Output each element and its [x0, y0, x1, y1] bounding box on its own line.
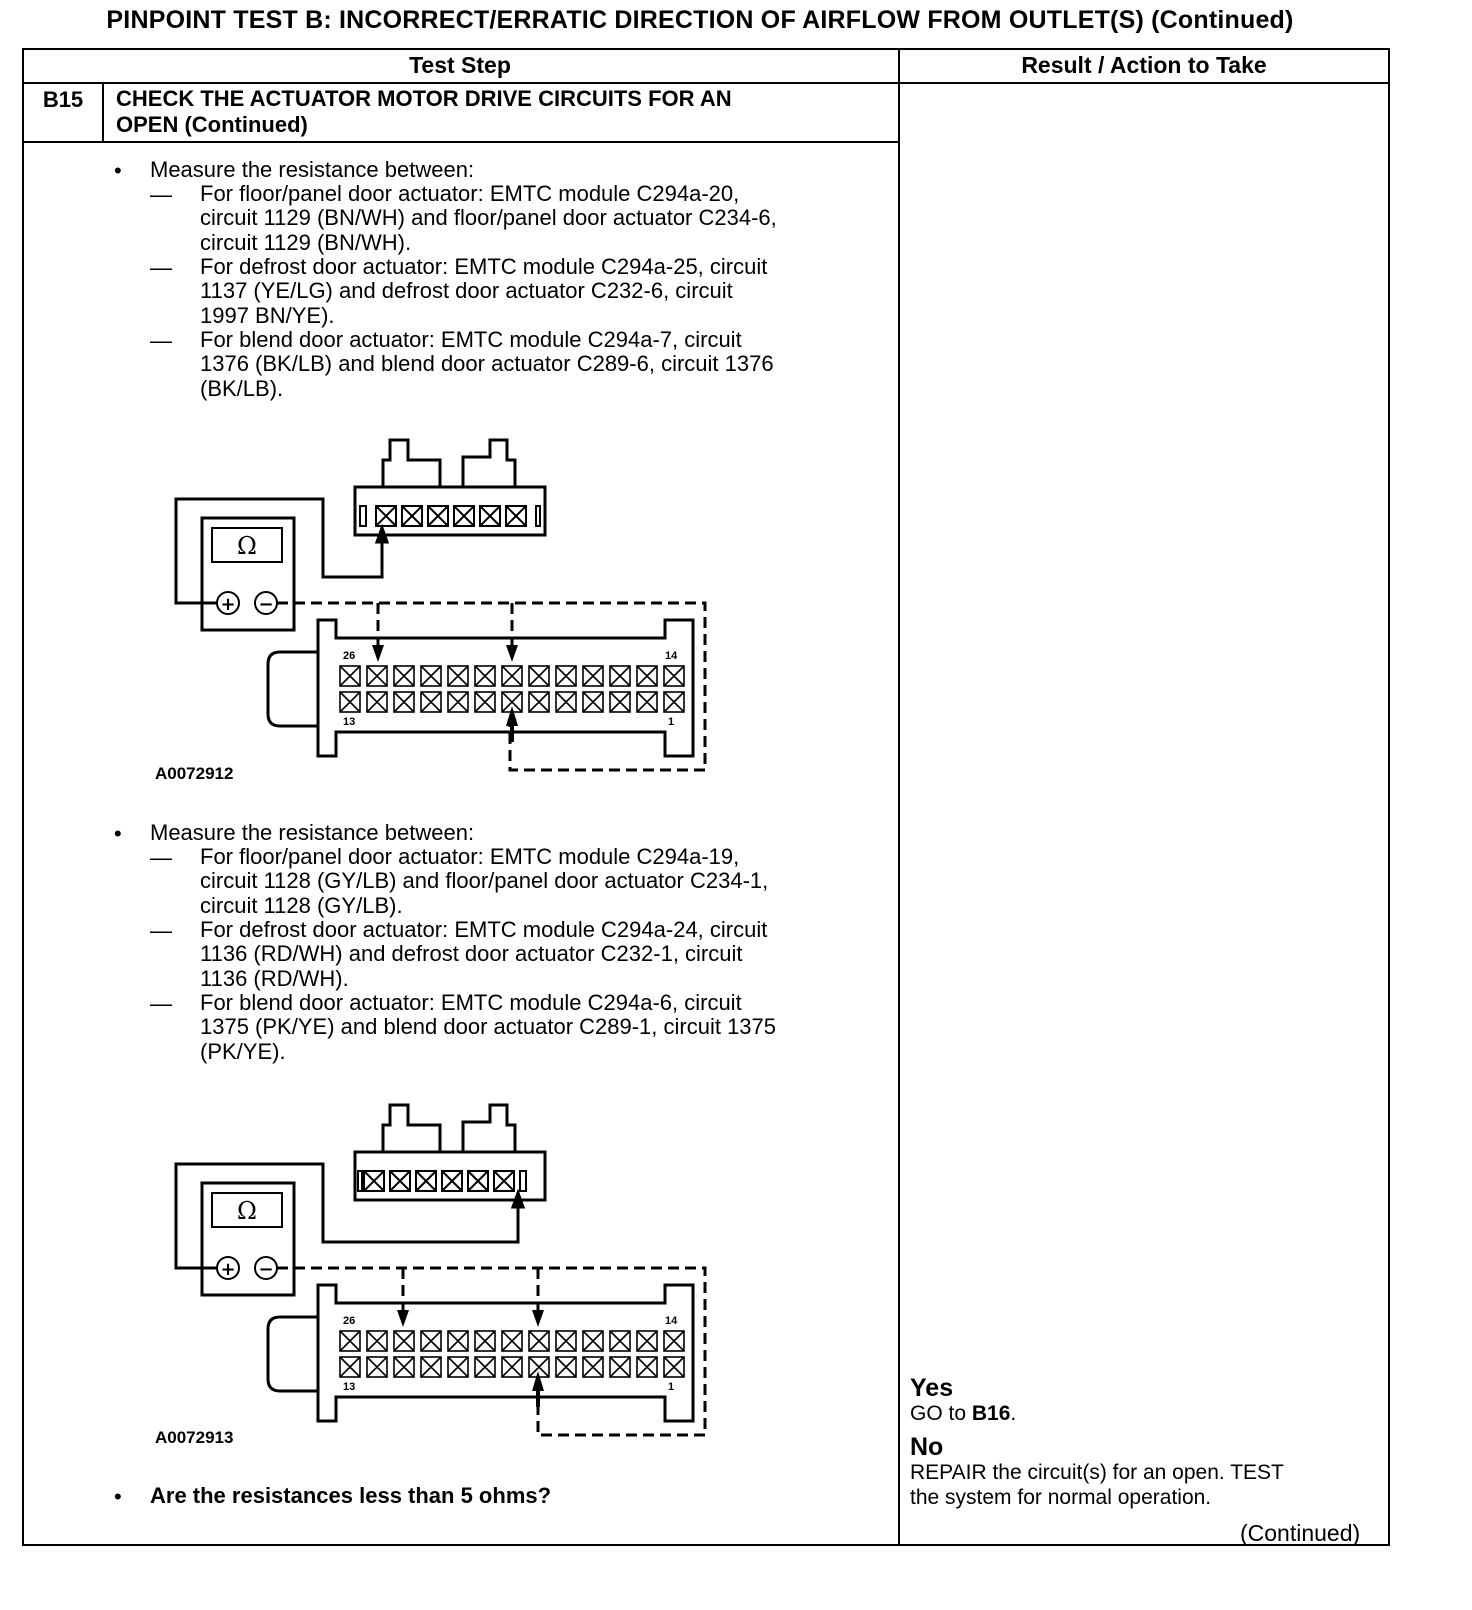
item-line: For blend door actuator: EMTC module C29…	[200, 990, 742, 1015]
pin-label: 26	[343, 650, 355, 662]
probe-arrow	[506, 645, 518, 662]
actuator-connector-latch	[461, 438, 517, 487]
probe-arrow	[506, 706, 518, 726]
probe-arrow	[532, 1310, 544, 1327]
result-yes-label: Yes	[910, 1374, 954, 1402]
item-line: 1376 (BK/LB) and blend door actuator C28…	[200, 351, 774, 377]
probe-arrow	[372, 645, 384, 662]
item-line: circuit 1128 (GY/LB).	[200, 892, 403, 918]
plus-symbol: +	[220, 1259, 235, 1280]
ohmmeter	[200, 1181, 296, 1297]
ohm-symbol: Ω	[237, 1197, 257, 1225]
pin-label: 13	[343, 716, 355, 728]
instruction-intro: Measure the resistance between:	[150, 820, 475, 845]
probe-arrow	[374, 523, 390, 544]
step-title: CHECK THE ACTUATOR MOTOR DRIVE CIRCUITS …	[116, 86, 876, 138]
result-no-action: REPAIR the circuit(s) for an open. TEST …	[910, 1460, 1380, 1510]
measurement-item: For defrost door actuator: EMTC module C…	[200, 254, 880, 328]
dash-marker: —	[150, 255, 172, 280]
dash-marker: —	[150, 182, 172, 207]
minus-symbol: −	[258, 594, 273, 615]
item-line: circuit 1129 (BN/WH).	[200, 229, 412, 255]
actuator-connector-body	[353, 485, 547, 537]
wiring-diagram-1: Ω + − 26 14 13	[174, 438, 707, 772]
pin-label: 1	[668, 716, 674, 728]
header-divider	[22, 82, 1390, 84]
dash-marker: —	[150, 991, 172, 1016]
page-title: PINPOINT TEST B: INCORRECT/ERRATIC DIREC…	[106, 6, 1294, 34]
measurement-item: For floor/panel door actuator: EMTC modu…	[200, 181, 880, 255]
item-line: (BK/LB).	[200, 375, 284, 401]
step-title-divider	[22, 141, 900, 143]
wiring-diagram-2: Ω + − 26 14 13 1	[174, 1103, 707, 1437]
result-yes-action: GO to B16.	[910, 1401, 1380, 1426]
bullet-marker: •	[114, 158, 122, 183]
ohmmeter-display	[211, 527, 283, 563]
actuator-connector-latch	[461, 1103, 517, 1152]
item-line: 1136 (RD/WH) and defrost door actuator C…	[200, 941, 743, 967]
continued-note: (Continued)	[1240, 1520, 1361, 1546]
question-text: Are the resistances less than 5 ohms?	[150, 1483, 552, 1508]
bullet-marker: •	[114, 1484, 122, 1509]
item-line: For blend door actuator: EMTC module C29…	[200, 327, 742, 352]
item-line: (PK/YE).	[200, 1038, 286, 1064]
yes-action-text: GO to	[910, 1402, 972, 1425]
dash-marker: —	[150, 845, 172, 870]
item-line: 1136 (RD/WH).	[200, 965, 349, 991]
pin-label: 13	[343, 1381, 355, 1393]
probe-arrow	[532, 1371, 544, 1391]
item-line: circuit 1128 (GY/LB) and floor/panel doo…	[200, 868, 769, 894]
actuator-connector-latch	[381, 1103, 442, 1152]
plus-symbol: +	[220, 594, 235, 615]
item-line: For floor/panel door actuator: EMTC modu…	[200, 844, 740, 869]
no-action-line: the system for normal operation.	[910, 1486, 1212, 1509]
item-line: For defrost door actuator: EMTC module C…	[200, 917, 768, 942]
column-divider	[898, 48, 900, 1546]
step-title-line: CHECK THE ACTUATOR MOTOR DRIVE CIRCUITS …	[116, 86, 732, 111]
module-connector-body	[266, 618, 695, 758]
probe-arrow	[510, 1188, 526, 1209]
yes-action-target: B16	[971, 1402, 1011, 1425]
yes-action-suffix: .	[1010, 1402, 1017, 1425]
module-connector-body	[266, 1283, 695, 1423]
step-id-divider	[102, 84, 104, 143]
actuator-connector-latch	[381, 438, 442, 487]
no-action-line: REPAIR the circuit(s) for an open. TEST	[910, 1461, 1284, 1484]
ohmmeter-display	[211, 1192, 283, 1228]
item-line: 1375 (PK/YE) and blend door actuator C28…	[200, 1014, 777, 1040]
measurement-item: For floor/panel door actuator: EMTC modu…	[200, 844, 880, 918]
figure-id: A0072913	[155, 1428, 234, 1447]
bullet-marker: •	[114, 821, 122, 846]
column-header-test-step: Test Step	[409, 52, 511, 78]
step-title-line: OPEN (Continued)	[116, 112, 308, 137]
figure-id: A0072912	[155, 764, 234, 783]
measurement-item: For blend door actuator: EMTC module C29…	[200, 990, 880, 1064]
positive-test-lead	[174, 497, 384, 605]
measurement-item: For defrost door actuator: EMTC module C…	[200, 917, 880, 991]
item-line: For defrost door actuator: EMTC module C…	[200, 254, 768, 279]
pin-label: 26	[343, 1315, 355, 1327]
pin-label: 14	[665, 650, 678, 662]
dash-marker: —	[150, 918, 172, 943]
item-line: 1137 (YE/LG) and defrost door actuator C…	[200, 278, 733, 304]
column-header-result: Result / Action to Take	[1021, 52, 1267, 78]
step-id: B15	[42, 87, 84, 112]
pin-label: 14	[665, 1315, 678, 1327]
measurement-item: For blend door actuator: EMTC module C29…	[200, 327, 880, 401]
positive-test-lead	[174, 1162, 520, 1270]
item-line: 1997 BN/YE).	[200, 302, 335, 328]
instruction-intro: Measure the resistance between:	[150, 157, 475, 182]
ohm-symbol: Ω	[237, 532, 257, 560]
actuator-connector-body	[353, 1150, 547, 1202]
pin-label: 1	[668, 1381, 674, 1393]
probe-arrow	[397, 1310, 409, 1327]
item-line: For floor/panel door actuator: EMTC modu…	[200, 181, 740, 206]
minus-symbol: −	[258, 1259, 273, 1280]
result-no-label: No	[910, 1433, 944, 1461]
dash-marker: —	[150, 328, 172, 353]
pinpoint-table	[22, 48, 1390, 1546]
ohmmeter	[200, 516, 296, 632]
item-line: circuit 1129 (BN/WH) and floor/panel doo…	[200, 205, 777, 231]
